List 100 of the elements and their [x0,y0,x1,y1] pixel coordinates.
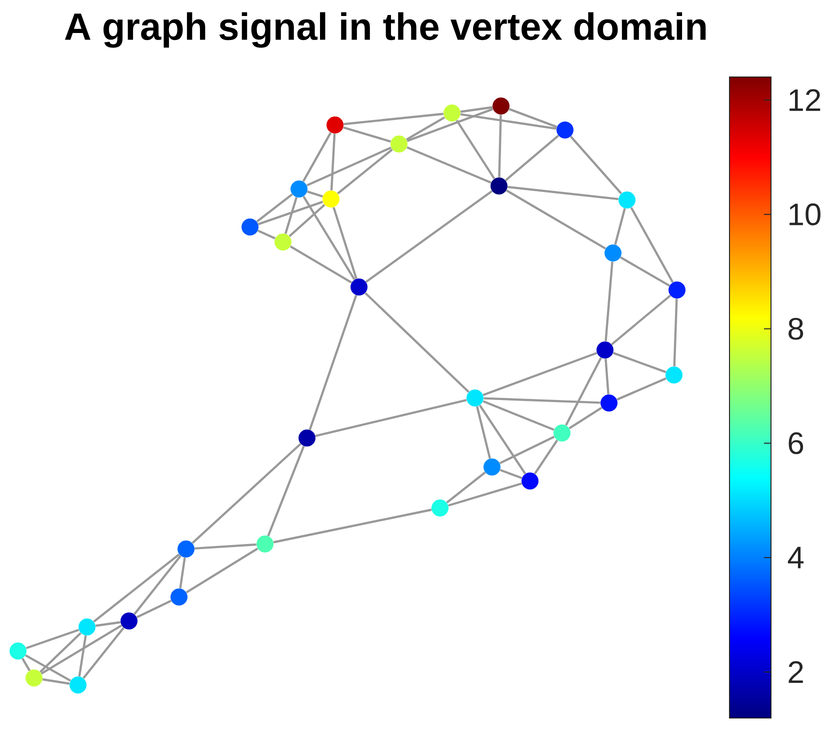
edge-line [273,508,432,544]
vertex-dot [298,430,316,446]
edge-line [40,632,82,673]
edge-line [308,294,358,430]
vertex-dot [290,180,308,198]
vertex-dot [556,122,574,138]
vertex-dot [350,278,368,296]
vertex-dot [322,190,340,208]
title: A graph signal in the vertex domain [64,12,706,48]
vertex-dot [666,366,682,384]
vertex-dot [78,618,96,636]
edge-line [504,134,560,182]
edge-line [614,208,626,245]
edge-line [192,443,302,544]
edge-line [179,557,186,589]
edge-line [78,635,87,677]
edge-line [460,106,493,113]
edge-line [604,358,610,394]
edge-line [134,555,182,615]
edge-line [406,116,446,141]
edge-line [40,624,122,674]
vertex-dot [596,342,614,358]
edge-line [482,400,554,431]
edge-line [42,678,70,685]
edge-line [499,436,555,464]
edge-line [306,190,324,198]
edge-line [500,468,522,480]
edge-line [365,190,493,283]
edge-line [534,440,558,474]
vertex-dot [10,642,26,660]
vertex-dot [492,98,510,114]
edge-line [446,472,486,504]
edge-line [630,207,674,283]
edge-line [460,113,557,130]
vertex-dot [432,500,448,516]
edge-line [508,186,618,200]
edge-line [478,404,526,474]
vertex-dot [120,612,138,630]
edge-line [136,600,172,618]
vertex-dot [490,178,508,194]
edge-line [498,114,502,178]
edge-line [565,357,602,426]
vertex-dot [274,234,292,250]
edge-line [290,245,352,284]
edge-line [288,204,326,238]
edge-line [258,200,324,226]
edge-line [508,108,558,128]
edge-line [186,548,258,594]
edge-line [257,230,276,240]
tick-label: 10 [790,203,820,226]
edge-line [364,292,470,393]
edge-line [568,406,602,430]
vertex-dot [256,536,274,552]
edge-line [22,658,31,672]
edge-line [344,112,444,126]
vertex-dot [522,472,538,490]
edge-line [256,193,293,223]
edge-line [306,146,392,186]
vertex-dot [600,394,618,412]
tick-label: 8 [788,318,804,340]
edge-line [620,256,670,287]
vertex-dot [390,136,408,152]
edge-line [476,406,491,459]
vertex-dot [70,676,86,694]
edge-line [343,126,391,143]
edge-line [673,298,678,366]
vertex-dot [484,458,500,476]
vertex-dot [170,588,188,606]
edge-line [93,554,180,622]
edge-line [330,134,336,190]
edge-line [302,196,356,280]
edge-line [194,543,256,550]
edge-line [332,206,358,280]
edge-line [406,108,494,142]
vertex-dot [178,540,194,558]
edge-line [26,628,80,650]
edge-line [315,398,467,438]
vertex-dot [326,116,344,134]
edge-line [610,294,672,346]
edge-line [482,352,598,396]
vertex-dot [604,244,622,262]
edge-line [406,146,492,184]
tick-label: 2 [788,661,803,683]
edge-line [95,621,121,627]
edge-line [484,397,600,404]
vertex-dot [618,192,636,208]
edge-line [448,482,522,507]
vertex-dot [26,670,42,686]
vertex-dot [242,218,258,236]
edge-line [267,446,305,536]
edge-line [302,132,332,182]
edge-line [82,627,124,679]
edge-line [506,189,606,250]
vertex-dot [668,282,686,298]
tick-label: 6 [788,432,804,454]
vertex-dot [554,424,570,442]
edge-line [456,120,496,180]
edge-line [284,197,298,234]
edge-line [604,262,614,342]
vertex-dot [466,390,484,406]
